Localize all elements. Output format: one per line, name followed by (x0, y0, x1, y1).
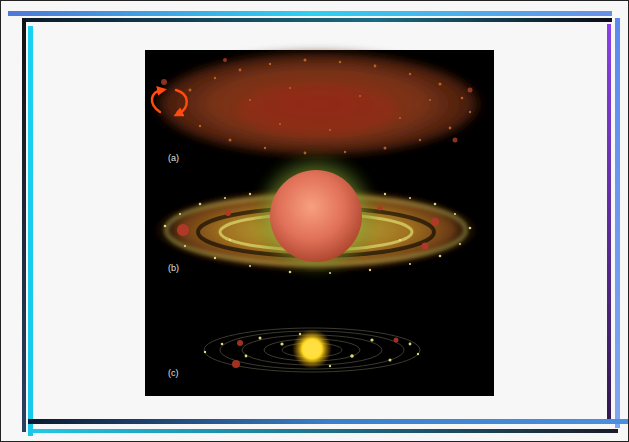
frame-bar (8, 11, 612, 16)
picture-ground (145, 50, 494, 396)
panel-label: (c) (168, 368, 179, 379)
frame-bar (32, 429, 618, 433)
rotation-arrow (152, 90, 187, 114)
solar-system (204, 328, 420, 372)
frame-bar (28, 419, 628, 424)
collapsing-cloud (148, 50, 488, 158)
frame-bar (22, 18, 26, 432)
frame-bar (28, 26, 33, 436)
panel-label: (a) (168, 153, 179, 164)
frame-bar (22, 18, 612, 22)
frame-bar (607, 24, 611, 420)
panel-label: (b) (168, 263, 179, 274)
frame-bar (615, 18, 620, 428)
protoplanetary-disk (146, 150, 486, 278)
